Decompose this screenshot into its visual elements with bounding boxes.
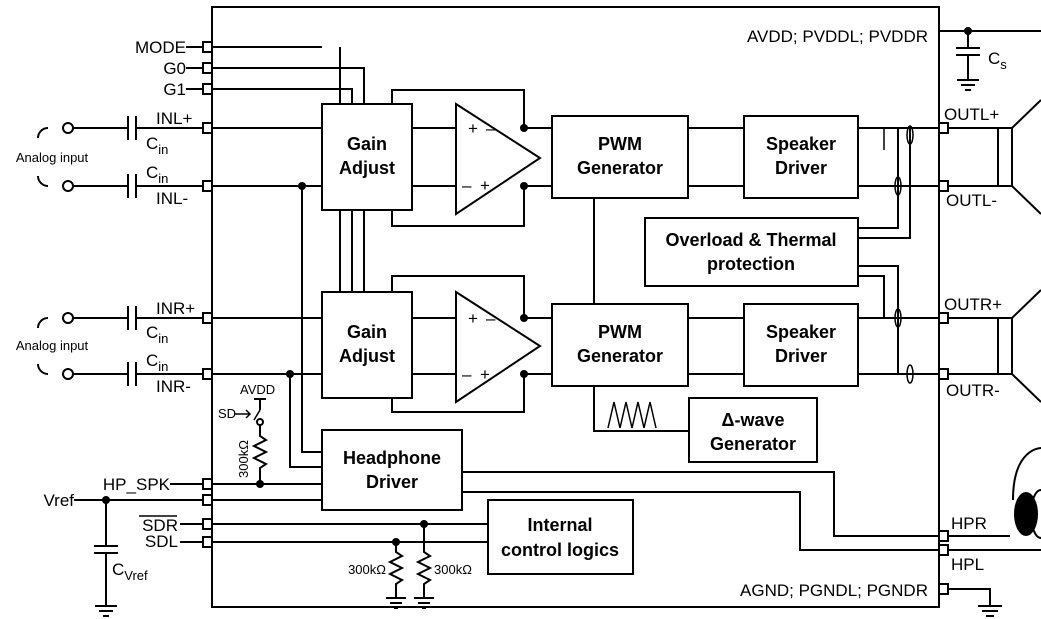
svg-text:+: +	[468, 119, 478, 138]
svg-text:MODE: MODE	[135, 38, 186, 57]
gain-bus-wires	[339, 210, 365, 292]
svg-text:HPL: HPL	[951, 555, 984, 574]
sdr-pin: SDR	[139, 515, 488, 535]
sdl-pin: SDL	[145, 532, 488, 551]
svg-text:–: –	[462, 176, 472, 195]
svg-text:Δ-wave: Δ-wave	[722, 410, 785, 430]
svg-text:Driver: Driver	[775, 346, 827, 366]
svg-text:AVDD: AVDD	[240, 382, 275, 397]
hp-spk-pin: HP_SPK	[103, 475, 322, 494]
mode-pin: MODE	[135, 38, 322, 57]
headphone-output-pins: HPR HPL	[938, 514, 1041, 574]
svg-text:SD: SD	[218, 406, 236, 421]
svg-text:INL+: INL+	[156, 109, 192, 128]
svg-text:+: +	[480, 176, 490, 195]
right-analog-input: Analog input Cin Cin INR+ INR-	[16, 299, 322, 396]
svg-text:Cin: Cin	[146, 163, 168, 186]
internal-control-logics: Internal control logics	[487, 499, 634, 575]
svg-text:SDL: SDL	[145, 532, 178, 551]
svg-text:Gain: Gain	[347, 134, 387, 154]
svg-text:Generator: Generator	[577, 158, 663, 178]
svg-text:Driver: Driver	[366, 472, 418, 492]
svg-text:protection: protection	[707, 254, 795, 274]
supply-label: AVDD; PVDDL; PVDDR	[747, 27, 928, 46]
svg-text:Overload & Thermal: Overload & Thermal	[665, 230, 836, 250]
svg-text:Headphone: Headphone	[343, 448, 441, 468]
triangle-wave-generator: Δ-wave Generator	[593, 386, 818, 463]
svg-text:Speaker: Speaker	[766, 134, 836, 154]
svg-text:G0: G0	[163, 59, 186, 78]
left-analog-input: Analog input Cin Cin INL+ INL-	[16, 109, 322, 208]
svg-text:300kΩ: 300kΩ	[236, 440, 251, 478]
bias-wires	[289, 186, 322, 468]
svg-text:Driver: Driver	[775, 158, 827, 178]
svg-text:Adjust: Adjust	[339, 158, 395, 178]
svg-text:OUTR+: OUTR+	[944, 295, 1002, 314]
svg-text:CVref: CVref	[112, 560, 148, 583]
headphone-icon	[1012, 447, 1041, 539]
speaker-driver-right: Speaker Driver	[743, 303, 859, 387]
svg-text:–: –	[486, 309, 496, 328]
svg-text:control logics: control logics	[501, 540, 619, 560]
svg-text:PWM: PWM	[598, 322, 642, 342]
pwm-generator-left: PWM Generator	[551, 115, 689, 199]
headphone-output-wires	[462, 471, 939, 551]
protection-sense-wires	[858, 128, 911, 374]
svg-text:300kΩ: 300kΩ	[348, 562, 386, 577]
gain-adjust-right: Gain Adjust	[321, 291, 413, 399]
svg-text:PWM: PWM	[598, 134, 642, 154]
speaker-driver-left: Speaker Driver	[743, 115, 859, 199]
chip-outline	[211, 6, 940, 608]
gain-adjust-left: Gain Adjust	[321, 103, 413, 211]
svg-text:OUTL+: OUTL+	[944, 105, 999, 124]
pulldown-resistors: 300kΩ 300kΩ	[348, 524, 472, 609]
supply-decoupling: Cs	[939, 27, 1041, 91]
svg-text:SDR: SDR	[142, 516, 178, 535]
svg-text:Analog input: Analog input	[16, 150, 89, 165]
svg-text:+: +	[480, 365, 490, 384]
svg-text:INR+: INR+	[156, 299, 195, 318]
svg-text:300kΩ: 300kΩ	[434, 562, 472, 577]
svg-text:Cin: Cin	[146, 323, 168, 346]
sd-pullup: AVDD SD 300kΩ	[218, 382, 275, 488]
overload-thermal-protection: Overload & Thermal protection	[644, 217, 859, 287]
svg-text:Speaker: Speaker	[766, 322, 836, 342]
opamp-left: + – + –	[391, 89, 552, 227]
svg-text:–: –	[486, 119, 496, 138]
pwm-generator-right: PWM Generator	[551, 303, 689, 387]
svg-text:Adjust: Adjust	[339, 346, 395, 366]
svg-text:OUTR-: OUTR-	[946, 381, 1000, 400]
svg-text:+: +	[468, 309, 478, 328]
ground-label: AGND; PGNDL; PGNDR	[740, 581, 928, 600]
svg-text:–: –	[462, 365, 472, 384]
speaker-output-pins: OUTL+ OUTL- OUTR+ OUTR-	[938, 105, 1002, 400]
speaker-icon-left	[997, 99, 1041, 215]
headphone-driver: Headphone Driver	[321, 429, 463, 511]
opamp-right: + – + –	[391, 275, 552, 413]
svg-text:Gain: Gain	[347, 322, 387, 342]
svg-text:Generator: Generator	[710, 434, 796, 454]
svg-text:Cin: Cin	[146, 134, 168, 157]
svg-text:INL-: INL-	[156, 189, 188, 208]
svg-text:HP_SPK: HP_SPK	[103, 475, 171, 494]
svg-text:Generator: Generator	[577, 346, 663, 366]
svg-text:G1: G1	[163, 80, 186, 99]
svg-text:HPR: HPR	[951, 514, 987, 533]
svg-text:Analog input: Analog input	[16, 338, 89, 353]
svg-text:OUTL-: OUTL-	[946, 191, 997, 210]
svg-text:Cs: Cs	[988, 49, 1007, 72]
speaker-icon-right	[997, 289, 1041, 403]
vref-pin: Vref CVref	[43, 491, 322, 617]
ground-pin	[938, 583, 1002, 617]
svg-text:Cin: Cin	[146, 351, 168, 374]
svg-text:Internal: Internal	[527, 515, 592, 535]
svg-text:INR-: INR-	[156, 377, 191, 396]
svg-text:Vref: Vref	[43, 491, 74, 510]
